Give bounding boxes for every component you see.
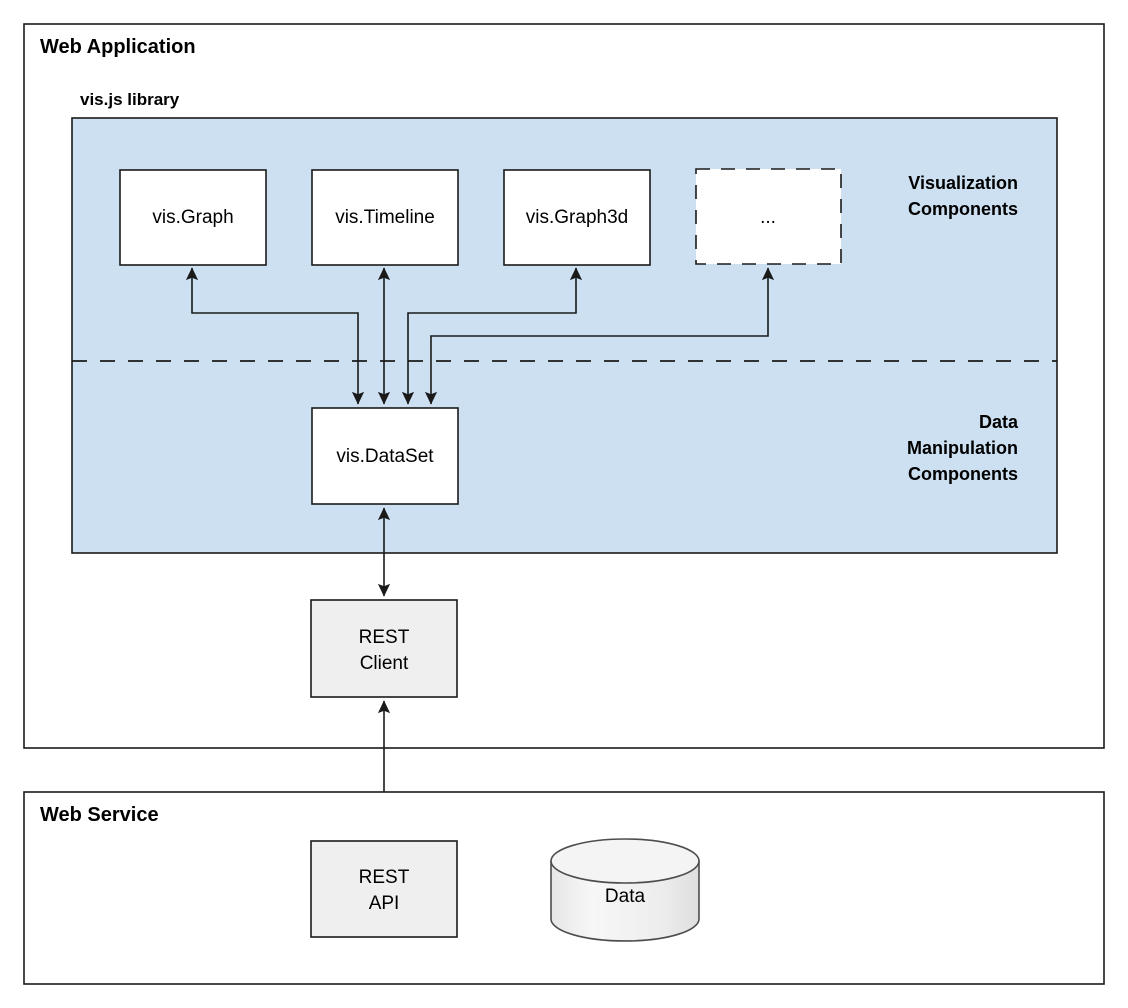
svg-text:...: ... (760, 207, 776, 228)
node-vis-graph3d[interactable]: vis.Graph3d (503, 169, 651, 266)
svg-text:vis.Graph: vis.Graph (152, 207, 233, 228)
node-vis-dataset[interactable]: vis.DataSet (311, 407, 459, 505)
svg-text:Data: Data (979, 412, 1019, 432)
svg-text:REST: REST (359, 867, 410, 888)
connection-more-components-to-dataset (424, 267, 775, 405)
svg-text:Visualization: Visualization (908, 173, 1018, 193)
svg-text:vis.DataSet: vis.DataSet (336, 446, 434, 467)
node-rest-client[interactable]: REST Client (310, 599, 458, 698)
svg-text:vis.Timeline: vis.Timeline (335, 207, 435, 228)
svg-text:Components: Components (908, 464, 1018, 484)
svg-text:Data: Data (605, 886, 646, 907)
svg-text:vis.Graph3d: vis.Graph3d (526, 207, 628, 228)
vis-js-library-title: vis.js library (80, 90, 180, 109)
web-application-title: Web Application (40, 36, 196, 58)
visualization-components-label: Visualization Components (908, 173, 1018, 219)
node-more-components[interactable]: ... (695, 168, 842, 265)
node-rest-api[interactable]: REST API (310, 840, 458, 938)
svg-text:Manipulation: Manipulation (907, 438, 1018, 458)
web-service-title: Web Service (40, 804, 159, 826)
svg-text:Components: Components (908, 199, 1018, 219)
data-manipulation-components-label: Data Manipulation Components (907, 412, 1019, 484)
svg-text:Client: Client (360, 653, 409, 674)
node-data-store[interactable]: Data (550, 838, 700, 942)
svg-text:REST: REST (359, 627, 410, 648)
node-vis-graph[interactable]: vis.Graph (119, 169, 267, 266)
connection-vis-graph-to-dataset (185, 267, 365, 405)
node-vis-timeline[interactable]: vis.Timeline (311, 169, 459, 266)
svg-text:API: API (369, 893, 400, 914)
